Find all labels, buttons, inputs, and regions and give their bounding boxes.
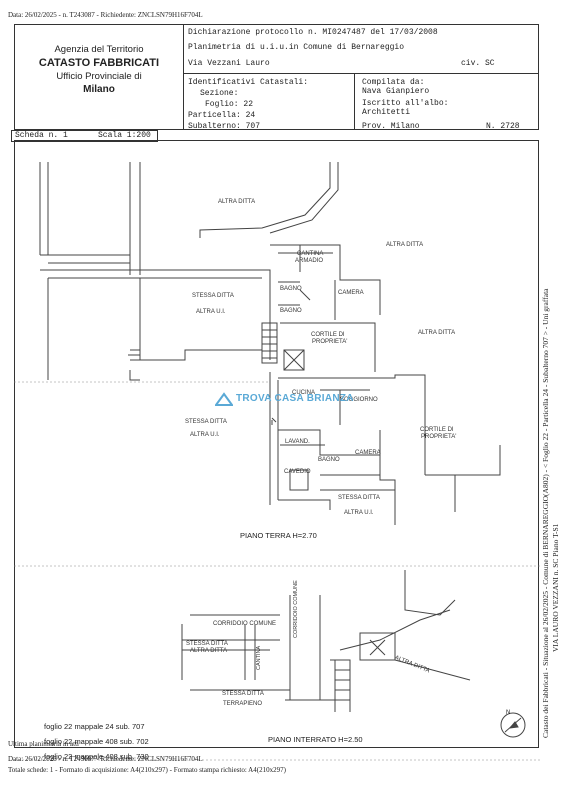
floor-label-terra: PIANO TERRA H=2.70 (240, 531, 317, 540)
header-divider (183, 24, 184, 130)
room-cavedio: CAVEDIO (284, 469, 311, 475)
room-bagno-1: BAGNO (280, 286, 302, 292)
room-cantina: CANTINA (297, 251, 324, 257)
room-altra-ditta-right1: ALTRA DITTA (386, 242, 424, 248)
floor-label-interrato: PIANO INTERRATO H=2.50 (268, 735, 363, 744)
address: Via Vezzani Lauro (188, 59, 270, 68)
top-stamp: Data: 26/02/2025 - n. T243087 - Richiede… (8, 11, 203, 19)
agency-name: Agenzia del Territorio (54, 44, 144, 55)
agency-block: Agenzia del Territorio CATASTO FABBRICAT… (18, 44, 180, 95)
room-cucina: CUCINA (292, 390, 316, 396)
ultima-planimetria: Ultima planimetria in atti (8, 740, 79, 748)
room-armadio: ARMADIO (295, 258, 324, 264)
provincia: Prov. Milano (362, 122, 420, 131)
room-altra-ditta-4: ALTRA DITTA (190, 648, 228, 654)
room-corridoio-1: CORRIDOIO COMUNE (213, 621, 276, 627)
totale-schede: Totale schede: 1 - Formato di acquisizio… (8, 766, 286, 774)
compilata-label: Compilata da: (362, 78, 425, 87)
room-altra-ui-1: ALTRA U.I. (196, 309, 226, 315)
room-camera-1: CAMERA (338, 290, 364, 296)
scheda: Scheda n. 1 (15, 131, 68, 140)
side-address: VIA LAURO VEZZANI n. SC Piano T-S1 (551, 523, 560, 652)
room-bagno-2: BAGNO (280, 308, 302, 314)
scala: Scala 1:200 (98, 131, 151, 140)
bottom-stamp: Data: 26/02/2025 - n. T243087 - Richiede… (8, 755, 203, 763)
foglio: Foglio: 22 (205, 100, 254, 109)
planimetria-text: Planimetria di u.i.u.in Comune di Bernar… (188, 43, 405, 52)
room-stessa-ditta-4: STESSA DITTA (186, 641, 228, 647)
room-altra-ui-2: ALTRA U.I. (190, 432, 220, 438)
room-cortile-2b: PROPRIETA' (421, 434, 457, 440)
office-city: Milano (83, 84, 115, 95)
particella: Particella: 24 (188, 111, 256, 120)
room-stessa-ditta-1: STESSA DITTA (192, 293, 234, 299)
room-cantina-2: CANTINA (256, 645, 262, 670)
legend-line-2: foglio 22 mappale 408 sub. 702 (44, 737, 149, 746)
sezione: Sezione: (200, 89, 239, 98)
room-cortile-1b: PROPRIETA' (312, 339, 348, 345)
room-camera-2: CAMERA (355, 450, 381, 456)
room-bagno-3: BAGNO (318, 457, 340, 463)
identifiers-heading: Identificativi Catastali: (188, 78, 309, 87)
drawing-frame (14, 140, 539, 748)
scheda-box (11, 130, 158, 142)
room-corridoio-2: CORRIDOIO COMUNE (293, 580, 299, 638)
room-stessa-ditta-3: STESSA DITTA (338, 495, 380, 501)
subalterno: Subalterno: 707 (188, 122, 261, 131)
room-stessa-ditta-5: STESSA DITTA (222, 691, 264, 697)
legend-line-1: foglio 22 mappale 24 sub. 707 (44, 722, 145, 731)
room-lavanderia: LAVAND. (285, 439, 310, 445)
room-stessa-ditta-2: STESSA DITTA (185, 419, 227, 425)
room-terrapieno: TERRAPIENO (223, 701, 263, 707)
header-vdivider (354, 73, 355, 130)
side-cadastral-info: Catasto dei Fabbricati - Situazione al 2… (541, 288, 550, 739)
watermark-logo-icon (215, 392, 233, 406)
iscritto-label: Iscritto all'albo: (362, 99, 449, 108)
header-frame (14, 24, 539, 130)
room-soggiorno: SOGGIORNO (340, 397, 378, 403)
registration-number: N. 2728 (486, 122, 520, 131)
room-cortile-2a: CORTILE DI (420, 427, 454, 433)
catasto-title: CATASTO FABBRICATI (38, 57, 160, 69)
declaration: Dichiarazione protocollo n. MI0247487 de… (188, 28, 438, 37)
room-altra-ditta-right2: ALTRA DITTA (418, 330, 456, 336)
office-name: Ufficio Provinciale di (56, 71, 142, 82)
watermark-text: TROVA CASA BRIANZA (236, 393, 354, 404)
room-altra-ui-3: ALTRA U.I. (344, 510, 374, 516)
room-cortile-1a: CORTILE DI (311, 332, 345, 338)
civic-number: civ. SC (461, 59, 495, 68)
compiler-name: Nava Gianpiero (362, 87, 430, 96)
room-altra-ditta-top: ALTRA DITTA (218, 199, 256, 205)
albo: Architetti (362, 108, 411, 117)
legend-line-3: foglio 22 mappale 408 sub. 730 (44, 752, 149, 761)
header-hdivider (183, 73, 539, 74)
north-label: N (506, 710, 511, 716)
